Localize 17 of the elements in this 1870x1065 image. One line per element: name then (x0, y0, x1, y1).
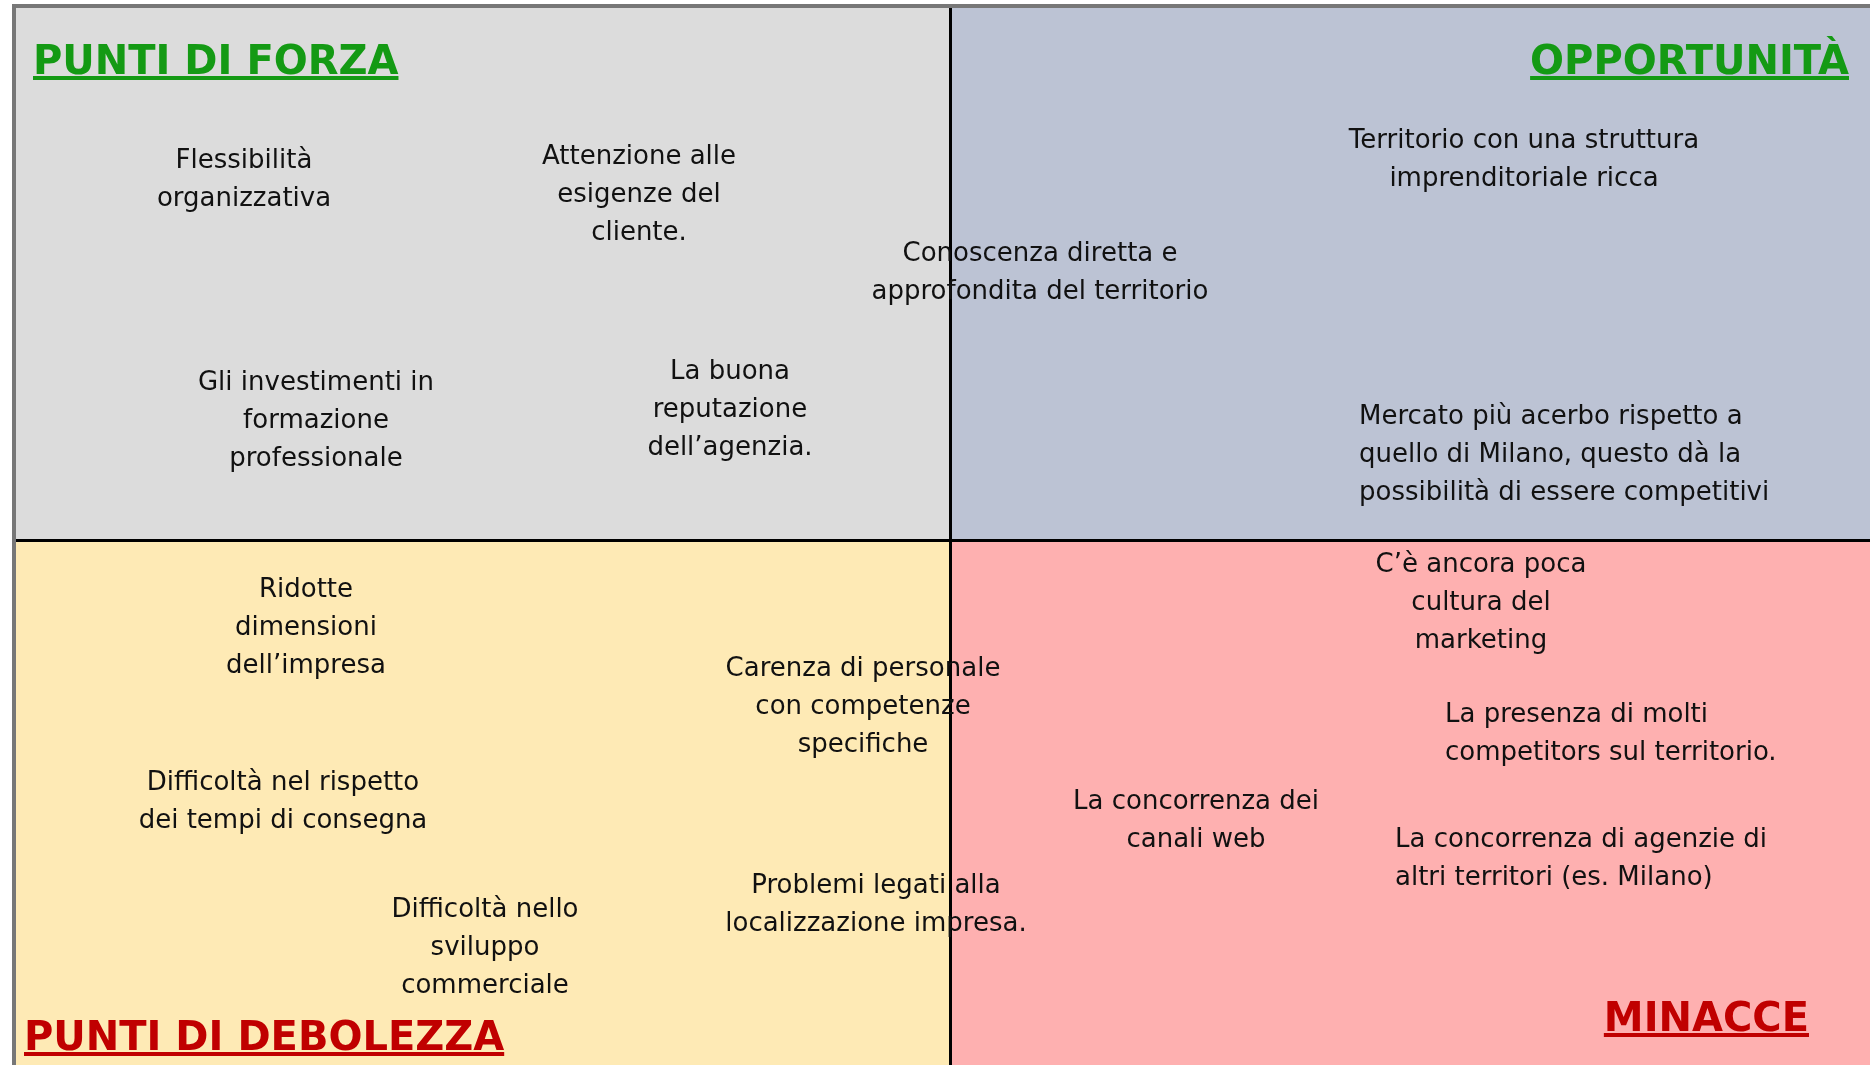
item-text: C’è ancora poca cultura del marketing (1374, 547, 1588, 656)
item-text: La concorrenza dei canali web (1072, 784, 1320, 855)
item-text: Attenzione alle esigenze del cliente. (540, 139, 738, 248)
quadrant-heading: OPPORTUNITÀ (1530, 36, 1849, 84)
item-text: Flessibilità organizzativa (155, 143, 333, 214)
item-text: Mercato più acerbo rispetto a quello di Milano, questo dà la possibilità di essere competitivi (1359, 399, 1771, 508)
quadrant-heading: PUNTI DI DEBOLEZZA (24, 1012, 505, 1060)
item-text: Difficoltà nel rispetto dei tempi di consegna (137, 765, 429, 836)
item-text: La presenza di molti competitors sul territorio. (1445, 697, 1778, 768)
item-text: La buona reputazione dell’agenzia. (646, 354, 814, 463)
item-text: Territorio con una struttura imprenditoriale ricca (1347, 123, 1701, 194)
item-text: Ridotte dimensioni dell’impresa (225, 572, 387, 681)
item-text: Gli investimenti in formazione professionale (196, 365, 436, 474)
quadrant-heading: MINACCE (1603, 993, 1809, 1041)
quadrant-heading: PUNTI DI FORZA (33, 36, 399, 84)
item-text: La concorrenza di agenzie di altri territori (es. Milano) (1395, 822, 1768, 893)
item-text: Difficoltà nello sviluppo commerciale (390, 892, 580, 1001)
